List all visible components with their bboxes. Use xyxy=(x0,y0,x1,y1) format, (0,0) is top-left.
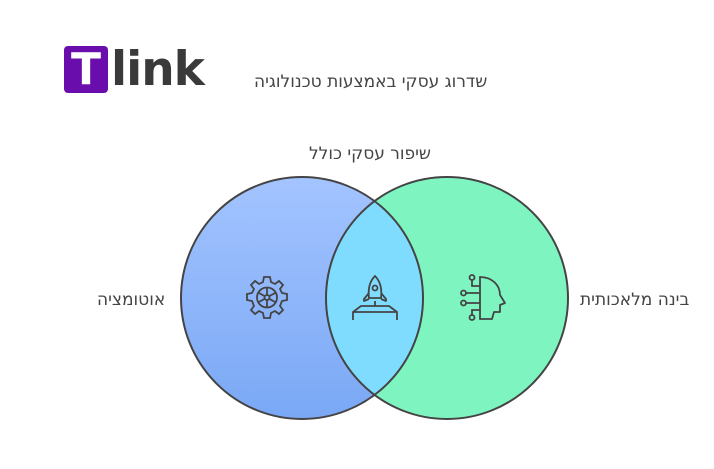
venn-outline-right xyxy=(325,176,569,420)
logo: T link xyxy=(64,42,205,97)
page-subtitle: שדרוג עסקי באמצעות טכנולוגיה xyxy=(254,72,488,92)
ai-head-icon xyxy=(460,274,506,321)
rocket-icon xyxy=(352,275,398,320)
logo-text: link xyxy=(111,42,205,97)
venn-intersection-label: שיפור עסקי כולל xyxy=(309,144,431,164)
logo-mark: T xyxy=(64,46,108,93)
venn-overlap xyxy=(326,177,423,419)
venn-outline-left xyxy=(180,176,424,420)
gear-icon xyxy=(246,276,288,319)
venn-left-label: אוטומציה xyxy=(97,290,166,310)
venn-right-label: בינה מלאכותית xyxy=(580,290,690,310)
